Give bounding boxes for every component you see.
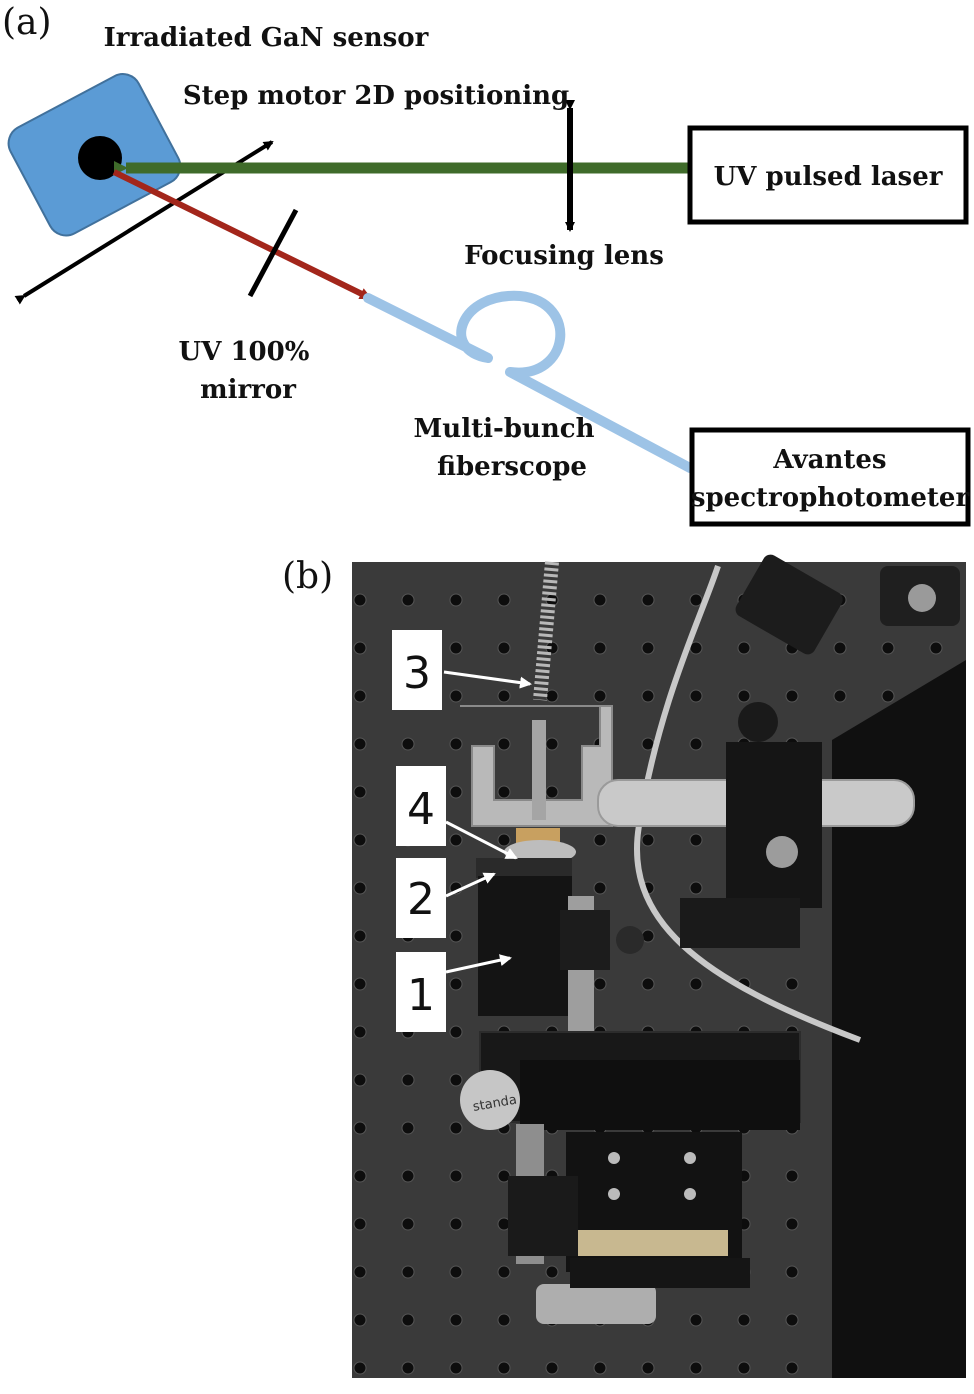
panel-a: (a) UV pulsed laser Avantes spectrophoto… (2, 2, 971, 527)
spring-fiber (533, 561, 559, 701)
fiber-label-line1: Multi-bunch (414, 414, 595, 444)
fiber-cable (363, 290, 695, 473)
spectro-label-line1: Avantes (772, 445, 886, 475)
callout-4: 4 (396, 766, 518, 860)
svg-text:1: 1 (407, 970, 435, 1021)
svg-text:3: 3 (403, 648, 431, 699)
enclosure-panel (832, 660, 966, 1378)
panel-a-label: (a) (2, 2, 52, 43)
rod-clamp (726, 742, 822, 908)
callout-1: 1 (396, 952, 512, 1032)
uv-mirror (247, 208, 299, 298)
mirror-label-line2: mirror (200, 375, 296, 405)
laser-box (687, 125, 969, 225)
step-motor-label: Step motor 2D positioning (183, 81, 569, 111)
panel-b-label: (b) (282, 556, 333, 597)
spectrophotometer-box (689, 427, 971, 527)
mirror-label-line1: UV 100% (179, 337, 310, 367)
reflected-beam (112, 169, 372, 301)
fiber-cable-photo (633, 565, 862, 1043)
fiber-label-line2: fiberscope (437, 452, 587, 482)
spectro-label-line2: spectrophotometer (691, 483, 970, 513)
lens-label: Focusing lens (464, 241, 664, 271)
svg-text:4: 4 (407, 784, 435, 835)
sensor-label: Irradiated GaN sensor (104, 23, 429, 53)
callout-2: 2 (396, 858, 496, 938)
svg-text:2: 2 (407, 874, 435, 925)
sensor-mount-block (478, 876, 572, 1016)
laser-label: UV pulsed laser (714, 162, 943, 192)
callout-3: 3 (392, 630, 532, 710)
panel-b: (b) (282, 554, 966, 1378)
setup-photo: standa (352, 554, 966, 1378)
stage-knob (460, 1070, 520, 1130)
